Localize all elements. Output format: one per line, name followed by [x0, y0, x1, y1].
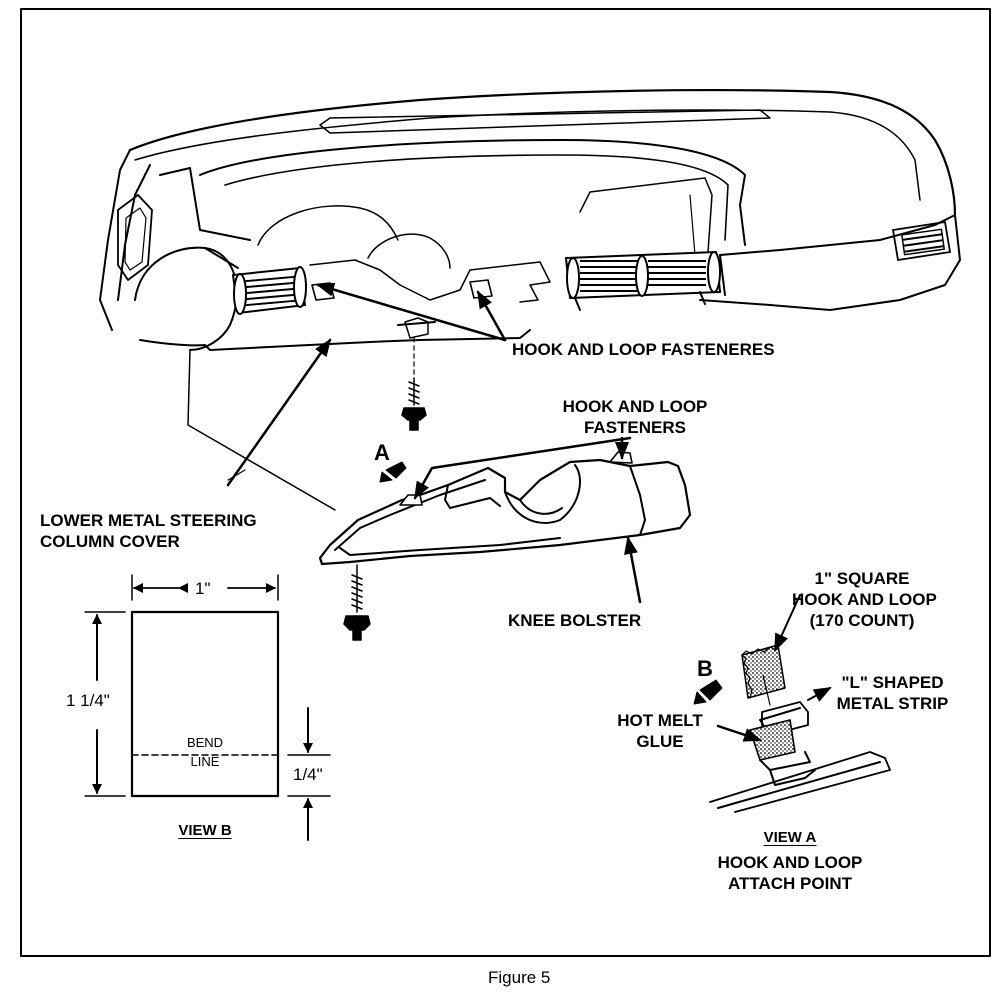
bend-line2: LINE: [190, 754, 220, 769]
knee-bolster-label: KNEE BOLSTER: [508, 611, 642, 630]
hook-loop-fasteners-label: HOOK AND LOOP FASTENERS: [545, 396, 725, 438]
l-shaped-metal-strip-label: "L" SHAPED METAL STRIP: [820, 672, 965, 714]
l-strip-line2: METAL STRIP: [836, 694, 949, 713]
view-a-direction-arrow: [379, 461, 407, 483]
view-a-caption: HOOK AND LOOP ATTACH POINT: [690, 852, 890, 894]
lower-metal-steering-column-cover-label: LOWER METAL STEERING COLUMN COVER: [40, 510, 257, 552]
lower-cover-line1: LOWER METAL STEERING: [40, 511, 257, 530]
bend-offset-dimension-label: 1/4": [293, 764, 323, 785]
view-a-line2: ATTACH POINT: [727, 874, 853, 893]
height-dimension-label: 1 1/4": [66, 690, 110, 711]
view-b-title: VIEW B: [178, 822, 232, 839]
view-b-detail: [84, 574, 331, 841]
l-strip-line1: "L" SHAPED: [841, 673, 944, 692]
glue-line1: HOT MELT: [617, 711, 703, 730]
square-line2: HOOK AND LOOP: [792, 590, 937, 609]
view-a-line1: HOOK AND LOOP: [717, 853, 863, 872]
view-a-detail: [693, 594, 891, 813]
knee-bolster-drawing: [318, 451, 692, 641]
bend-line-label: BEND LINE: [165, 735, 245, 770]
leader-lines: [226, 282, 642, 604]
square-hook-loop-label: 1" SQUARE HOOK AND LOOP (170 COUNT): [792, 568, 937, 631]
square-line1: 1" SQUARE: [814, 569, 910, 588]
lower-cover-line2: COLUMN COVER: [40, 532, 180, 551]
view-a-reference-letter: A: [374, 440, 390, 465]
hook-loop-fasteners-line1: HOOK AND LOOP: [562, 397, 708, 416]
hook-loop-fasteneres-label: HOOK AND LOOP FASTENERES: [512, 340, 775, 359]
square-line3: (170 COUNT): [809, 611, 915, 630]
bend-line1: BEND: [186, 735, 224, 750]
figure-border: [20, 8, 991, 957]
figure-caption: Figure 5: [488, 968, 551, 987]
view-b-reference-letter: B: [697, 656, 713, 681]
hot-melt-glue-label: HOT MELT GLUE: [600, 710, 720, 752]
glue-line2: GLUE: [636, 732, 684, 751]
dashboard-drawing: [99, 88, 961, 511]
view-a-title: VIEW A: [763, 829, 817, 846]
hook-loop-fasteners-line2: FASTENERS: [583, 418, 687, 437]
width-dimension-label: 1": [195, 579, 211, 598]
